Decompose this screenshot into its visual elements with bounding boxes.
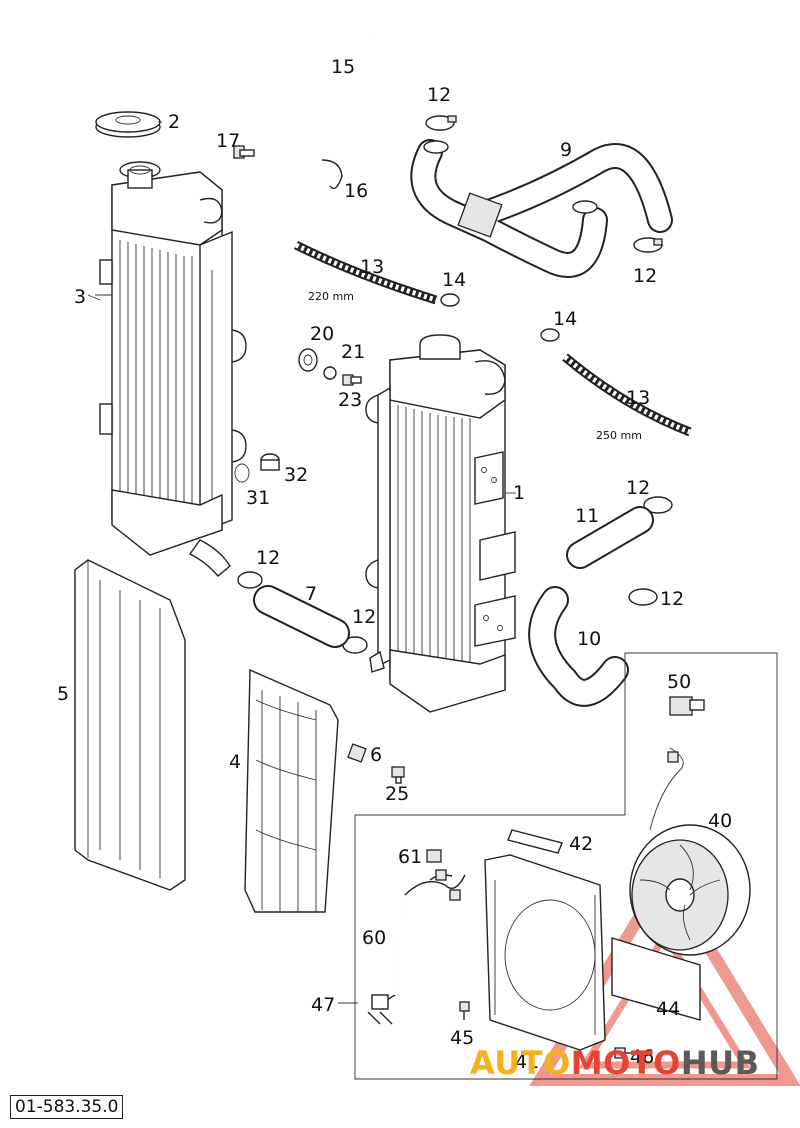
part-label-17: 17: [216, 130, 241, 152]
hose-9: [410, 139, 673, 278]
fan-kit-frame: [354, 652, 778, 1080]
part-label-12-left: 12: [256, 547, 281, 569]
part-label-13-left: 13: [360, 256, 385, 278]
part-label-5: 5: [57, 683, 70, 705]
screw-46: [614, 1047, 633, 1059]
radiator-grille-4: [244, 668, 339, 913]
watermark-logo: AUTOMOTOHUB: [470, 1044, 760, 1082]
right-radiator: [365, 334, 516, 713]
part-label-45: 45: [450, 1027, 475, 1049]
part-label-10: 10: [577, 628, 602, 650]
part-label-13-right: 13: [626, 387, 651, 409]
plug-32: [260, 453, 280, 471]
part-label-12-right-upper: 12: [633, 265, 658, 287]
left-radiator: [99, 161, 247, 577]
part-label-32: 32: [284, 464, 309, 486]
clip-14-left: [440, 293, 460, 307]
part-label-41: 41: [515, 1051, 540, 1073]
bolt-17: [233, 145, 255, 159]
hose-clamps-12: [237, 115, 673, 654]
part-label-12-top: 12: [427, 84, 452, 106]
part-label-21: 21: [341, 341, 366, 363]
watermark-moto: MOTO: [570, 1044, 681, 1082]
radiator-cap: [95, 111, 161, 138]
foam-strip-42: [507, 829, 563, 854]
part-label-31: 31: [246, 487, 271, 509]
hose-length-220: 220 mm: [308, 290, 354, 303]
diagram-reference-number: 01-583.35.0: [10, 1095, 124, 1119]
plate-44: [611, 937, 701, 1021]
connector-61: [426, 849, 442, 863]
temp-switch-50: [669, 696, 705, 716]
hose-11: [566, 506, 654, 569]
clip-16: [321, 159, 343, 190]
clip-14-right: [540, 328, 560, 342]
part-label-12-hose7: 12: [352, 606, 377, 628]
part-label-40: 40: [708, 810, 733, 832]
screw-45: [459, 1001, 470, 1020]
hose-10: [528, 586, 629, 707]
part-label-23: 23: [338, 389, 363, 411]
part-label-60: 60: [362, 927, 387, 949]
grommet-20: [298, 348, 318, 372]
part-label-3: 3: [74, 286, 87, 308]
radiator-shroud-5: [74, 559, 186, 891]
part-label-7: 7: [305, 583, 318, 605]
watermark-auto: AUTO: [470, 1044, 571, 1082]
nut-6: [347, 743, 367, 763]
connector-47: [367, 994, 393, 1025]
part-label-42: 42: [569, 833, 594, 855]
part-label-25: 25: [385, 783, 410, 805]
hose-7: [253, 585, 350, 648]
part-label-14-left: 14: [442, 269, 467, 291]
part-label-6: 6: [370, 744, 383, 766]
hose-length-250: 250 mm: [596, 429, 642, 442]
part-label-46: 46: [630, 1046, 655, 1068]
part-label-1: 1: [513, 482, 526, 504]
part-label-20: 20: [310, 323, 335, 345]
part-label-2: 2: [168, 111, 181, 133]
o-ring-31: [234, 463, 250, 483]
washer-21: [323, 366, 337, 380]
cooling-fan-40: [629, 747, 751, 956]
part-label-12-hose10: 12: [660, 588, 685, 610]
part-label-15: 15: [331, 56, 356, 78]
fan-shroud-41: [484, 854, 606, 1051]
part-label-16: 16: [344, 180, 369, 202]
breather-hoses-13: [293, 240, 692, 437]
part-label-50: 50: [667, 671, 692, 693]
part-label-4: 4: [229, 751, 242, 773]
bolt-23: [342, 374, 362, 386]
hose-15: [269, 37, 373, 131]
part-label-14-right: 14: [553, 308, 578, 330]
part-label-11: 11: [575, 505, 600, 527]
part-label-61: 61: [398, 846, 423, 868]
bolt-25: [391, 766, 405, 784]
part-label-9: 9: [560, 139, 573, 161]
watermark-hub: HUB: [680, 1044, 760, 1082]
leader-lines: [87, 121, 516, 1004]
part-label-44: 44: [656, 998, 681, 1020]
part-label-47: 47: [311, 994, 336, 1016]
wiring-harness-60: [386, 869, 466, 1001]
part-label-12-hose11: 12: [626, 477, 651, 499]
